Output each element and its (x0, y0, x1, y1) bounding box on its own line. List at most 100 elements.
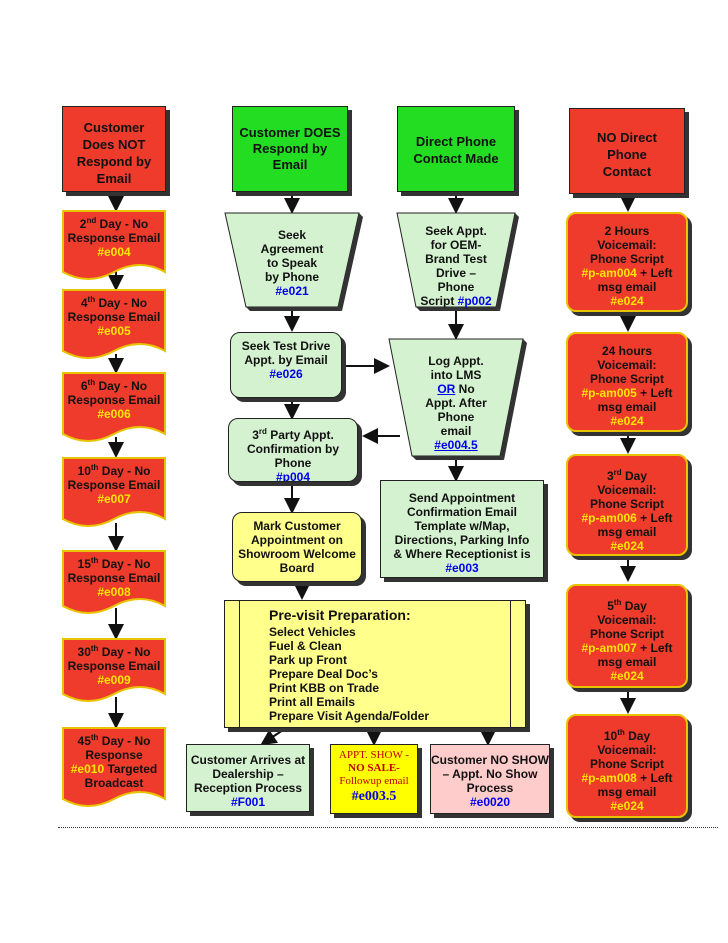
box-label: Contact Made (413, 151, 499, 166)
box-label: + Left (636, 266, 673, 280)
box-label: Day (621, 599, 647, 613)
customer-does-respond-box: Customer DOES Respond by Email (232, 106, 348, 192)
shape-label: into LMS (430, 368, 482, 382)
seek-agreement-trapezoid: Seek Agreement to Speak by Phone #e021 (224, 212, 363, 311)
shape-label: by Phone (264, 270, 319, 284)
ordinal-suffix: rd (613, 468, 622, 477)
box-label: Email (96, 171, 132, 186)
box-label: Phone Script (589, 252, 664, 266)
log-appt-trapezoid: Log Appt. into LMS OR No Appt. After Pho… (388, 338, 527, 460)
box-label: Send Appointment (408, 491, 516, 505)
shape-label: Drive – (435, 266, 477, 280)
box-label: msg email (597, 525, 657, 539)
shape-label: Appt. After (425, 396, 487, 410)
box-label: Board (279, 561, 315, 575)
appt-show-no-sale-box: APPT. SHOW - NO SALE- Followup email #e0… (330, 744, 418, 814)
voicemail-2-hours-box: 2 Hours Voicemail: Phone Script #p-am004… (566, 212, 688, 312)
shape-label: Brand Test (425, 252, 487, 266)
shape-label: to Speak (266, 256, 317, 270)
box-label: 3 (606, 469, 614, 483)
day-suffix: th (90, 556, 99, 565)
previsit-title: Pre-visit Preparation: (269, 607, 411, 623)
day-label: Day - No (98, 645, 151, 659)
day-number: 15 (77, 557, 91, 571)
phone-script-code: #p-am007 (581, 641, 637, 655)
email-code: #e006 (97, 407, 131, 421)
email-code: #e024 (610, 414, 644, 428)
email-code: #e005 (97, 324, 131, 338)
box-label: Voicemail: (597, 358, 657, 372)
box-label: Mark Customer (253, 519, 341, 533)
shape-label: Script (420, 294, 458, 308)
box-label: Day (621, 469, 648, 483)
box-label: Confirmation by (247, 442, 339, 456)
process-bar (510, 601, 525, 727)
box-label: Showroom Welcome (238, 547, 356, 561)
voicemail-24-hours-box: 24 hours Voicemail: Phone Script #p-am00… (566, 332, 688, 432)
box-label: NO Direct (597, 130, 657, 145)
box-label: Contact (602, 164, 652, 179)
or-label: OR (437, 382, 456, 396)
box-label: msg email (597, 400, 657, 414)
previsit-item: Prepare Visit Agenda/Folder (269, 709, 430, 723)
email-code: #e009 (97, 673, 131, 687)
box-label: 5 (607, 599, 614, 613)
day-label: Day - No (98, 557, 151, 571)
phone-script-code: #p002 (457, 294, 492, 308)
box-label: Appt. by Email (244, 353, 328, 367)
doc-label: Broadcast (84, 776, 144, 790)
day-suffix: th (90, 733, 99, 742)
day-label: Day - No (96, 217, 149, 231)
day-suffix: th (87, 295, 96, 304)
box-label: NO SALE- (348, 762, 400, 774)
box-label: Customer NO SHOW (431, 753, 550, 767)
doc-label: Response Email (67, 478, 161, 492)
voicemail-3rd-day-box: 3rd Day Voicemail: Phone Script #p-am006… (566, 454, 688, 556)
day-suffix: th (87, 378, 96, 387)
email-code: #e024 (610, 294, 644, 308)
previsit-item: Print all Emails (269, 695, 356, 709)
shape-label: for OEM- (430, 238, 482, 252)
phone-script-code: #p-am005 (581, 386, 637, 400)
phone-script-code: #p004 (275, 470, 311, 482)
box-label: Phone (274, 456, 312, 470)
box-label: – Appt. No Show (442, 767, 538, 781)
previsit-item: Fuel & Clean (269, 639, 342, 653)
customer-no-respond-box: Customer Does NOT Respond by Email (62, 106, 166, 192)
email-code: #e026 (269, 367, 303, 381)
box-label: Voicemail: (597, 483, 657, 497)
email-code: #e004.5 (434, 438, 478, 452)
box-label: Customer DOES (239, 125, 341, 140)
previsit-item: Prepare Deal Doc’s (269, 667, 378, 681)
box-label: Does NOT (82, 137, 146, 152)
shape-label: Log Appt. (428, 354, 484, 368)
previsit-preparation-box: Pre-visit Preparation: Select Vehicles F… (224, 600, 526, 728)
doc-label: Response Email (67, 310, 161, 324)
box-label: 10 (603, 729, 618, 743)
email-code: #e021 (275, 284, 309, 298)
previsit-item: Select Vehicles (269, 625, 356, 639)
ordinal-suffix: th (617, 728, 625, 737)
day-label: Day - No (95, 379, 148, 393)
box-label: msg email (597, 280, 657, 294)
process-code: #F001 (230, 795, 266, 809)
doc-label: Response Email (67, 571, 161, 585)
day-label: Day - No (98, 734, 151, 748)
box-label: + Left (636, 641, 673, 655)
email-code: #e024 (610, 799, 644, 813)
email-code: #e003 (445, 561, 479, 575)
previsit-item: Print KBB on Trade (269, 681, 380, 695)
ordinal-suffix: th (613, 598, 622, 607)
box-label: Respond by (76, 154, 152, 169)
email-code: #e004 (97, 245, 131, 259)
day-number: 10 (77, 464, 91, 478)
voicemail-10th-day-box: 10th Day Voicemail: Phone Script #p-am00… (566, 714, 688, 818)
customer-arrives-box: Customer Arrives at Dealership – Recepti… (186, 744, 310, 812)
box-label: Dealership – (212, 767, 284, 781)
phone-script-code: #p-am008 (581, 771, 637, 785)
